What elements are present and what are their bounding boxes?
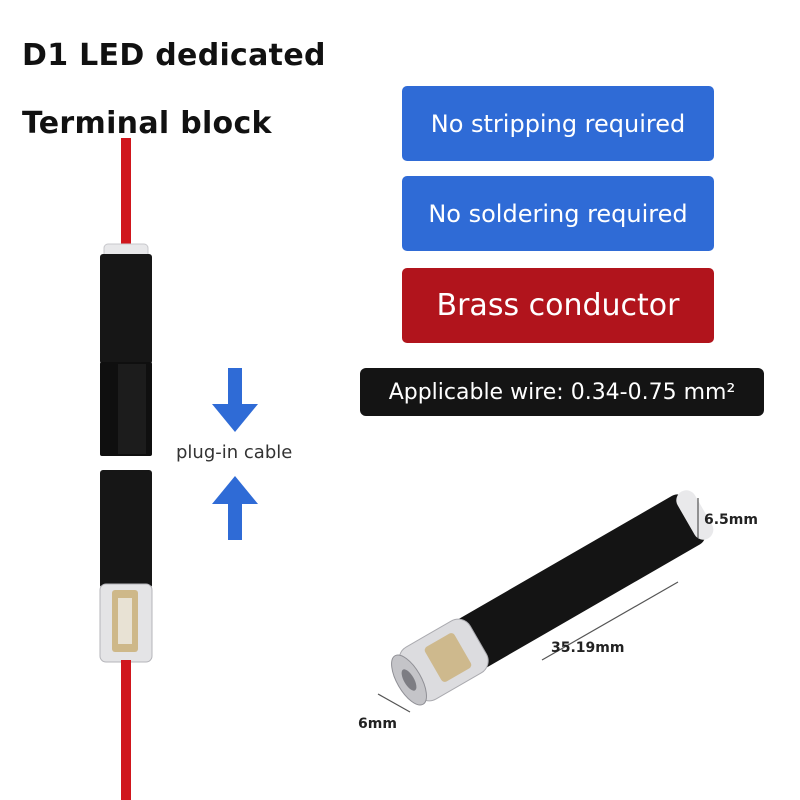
red-wire-bottom <box>121 660 131 800</box>
angled-connector-brass <box>424 633 472 682</box>
red-wire-top <box>121 138 131 250</box>
brass-contact-highlight <box>118 598 132 644</box>
arrow-down-icon <box>212 368 258 432</box>
dim-line-diameter-small <box>377 693 411 713</box>
angled-connector-hole <box>401 669 417 691</box>
plug-in-cable-label: plug-in cable <box>176 442 293 463</box>
angled-connector-body <box>424 494 706 686</box>
connector-top-plug-face <box>118 364 146 454</box>
page-title-line-2: Terminal block <box>22 106 272 141</box>
arrow-up-icon <box>212 476 258 540</box>
wire-spec-badge: Applicable wire: 0.34-0.75 mm² <box>360 368 764 416</box>
dimension-label-length: 35.19mm <box>551 640 625 656</box>
angled-connector-end-cap <box>676 490 714 540</box>
connector-top-body <box>100 254 152 364</box>
dim-line-length <box>541 581 679 661</box>
feature-badge-no-soldering: No soldering required <box>402 176 714 251</box>
angled-connector <box>391 490 714 706</box>
page-title-line-1: D1 LED dedicated <box>22 38 326 73</box>
dimension-label-diameter-large: 6.5mm <box>704 512 758 528</box>
feature-badge-no-stripping: No stripping required <box>402 86 714 161</box>
feature-badge-brass-conductor: Brass conductor <box>402 268 714 343</box>
dimension-label-diameter-small: 6mm <box>358 716 397 732</box>
connector-bottom-body <box>100 470 152 588</box>
